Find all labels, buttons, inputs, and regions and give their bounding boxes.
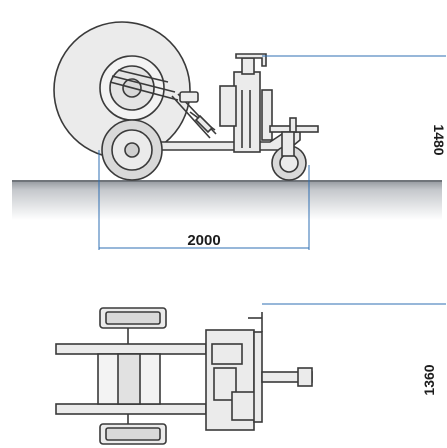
rear-wheel — [101, 119, 163, 181]
ground-strip — [12, 180, 442, 220]
length-label: 2000 — [187, 232, 220, 249]
turbine-tower — [219, 53, 273, 153]
side-view: 2000 1480 — [12, 21, 447, 250]
top-view-reel — [55, 328, 207, 424]
front-wheel — [271, 131, 307, 181]
top-view-wheel-top — [99, 307, 167, 329]
hose-reel-drum — [53, 21, 191, 159]
top-view-chassis — [205, 312, 263, 431]
top-view: 1360 — [55, 303, 446, 445]
top-view-drawbar — [261, 367, 313, 387]
height-label: 1480 — [431, 124, 447, 155]
top-view-wheel-bottom — [99, 423, 167, 445]
side-dimensions — [98, 55, 446, 250]
width-label: 1360 — [421, 364, 437, 395]
outrigger-arm — [269, 117, 319, 133]
